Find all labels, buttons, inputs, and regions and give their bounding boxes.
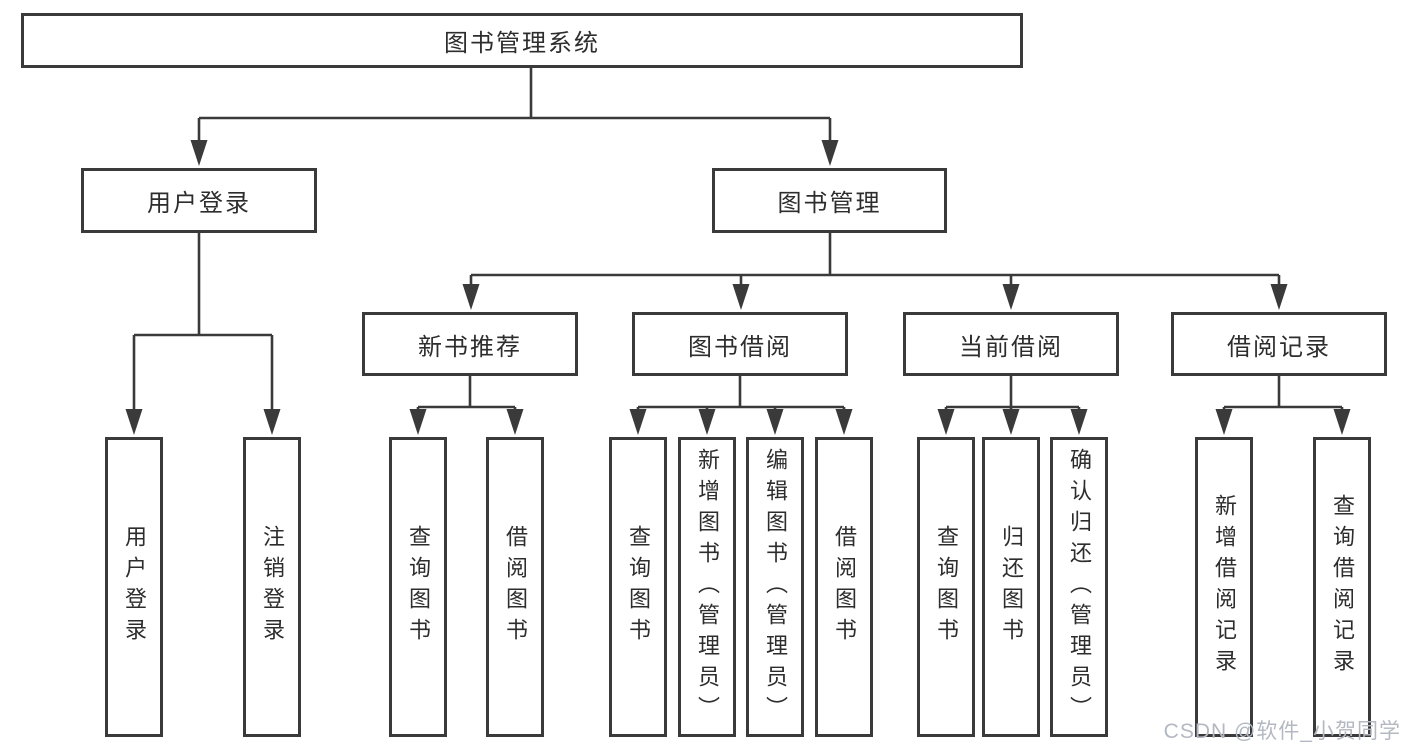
node-borrowing-query-books-label: 查询图书 xyxy=(626,525,651,649)
node-add-book-admin: 新增图书（管理员） xyxy=(678,437,736,737)
node-book-management-label: 图书管理 xyxy=(777,190,882,217)
arrowheads xyxy=(125,140,1351,435)
node-recommend-borrow-books: 借阅图书 xyxy=(486,437,544,737)
node-add-borrow-record-label: 新增借阅记录 xyxy=(1212,494,1237,680)
node-user-login-group: 用户登录 xyxy=(81,168,317,233)
node-new-book-recommend: 新书推荐 xyxy=(362,312,578,376)
node-current-borrowing: 当前借阅 xyxy=(903,312,1119,376)
node-current-borrowing-label: 当前借阅 xyxy=(959,333,1063,361)
node-return-books-label: 归还图书 xyxy=(999,525,1024,649)
node-new-book-recommend-label: 新书推荐 xyxy=(418,333,522,361)
node-borrow-records-label: 借阅记录 xyxy=(1227,333,1331,361)
node-add-borrow-record: 新增借阅记录 xyxy=(1195,437,1253,737)
node-return-books: 归还图书 xyxy=(982,437,1040,737)
node-recommend-query-books: 查询图书 xyxy=(389,437,447,737)
node-borrowing-borrow-books-label: 借阅图书 xyxy=(832,525,857,649)
node-edit-book-admin: 编辑图书（管理员） xyxy=(746,437,804,737)
node-edit-book-admin-label: 编辑图书（管理员） xyxy=(763,447,788,727)
node-logout-label: 注销登录 xyxy=(260,525,285,649)
node-current-query-books: 查询图书 xyxy=(917,437,975,737)
csdn-watermark: CSDN @软件_小贺同学 xyxy=(1163,720,1401,743)
node-recommend-query-books-label: 查询图书 xyxy=(406,525,431,649)
node-borrowing-query-books: 查询图书 xyxy=(609,437,667,737)
node-user-login-label: 用户登录 xyxy=(122,525,147,649)
node-user-login-group-label: 用户登录 xyxy=(147,190,251,217)
node-current-query-books-label: 查询图书 xyxy=(934,525,959,649)
node-recommend-borrow-books-label: 借阅图书 xyxy=(503,525,528,649)
node-book-management: 图书管理 xyxy=(712,168,947,233)
node-confirm-return-admin: 确认归还（管理员） xyxy=(1050,437,1108,737)
node-library-system-label: 图书管理系统 xyxy=(444,30,600,57)
node-book-borrowing-label: 图书借阅 xyxy=(688,333,792,361)
node-logout: 注销登录 xyxy=(243,437,301,737)
node-add-book-admin-label: 新增图书（管理员） xyxy=(695,447,720,727)
node-query-borrow-record-label: 查询借阅记录 xyxy=(1330,494,1355,680)
node-borrow-records: 借阅记录 xyxy=(1171,312,1387,376)
node-library-system: 图书管理系统 xyxy=(21,13,1023,68)
node-user-login: 用户登录 xyxy=(105,437,163,737)
node-confirm-return-admin-label: 确认归还（管理员） xyxy=(1067,447,1092,727)
node-book-borrowing: 图书借阅 xyxy=(632,312,848,376)
node-query-borrow-record: 查询借阅记录 xyxy=(1313,437,1371,737)
node-borrowing-borrow-books: 借阅图书 xyxy=(815,437,873,737)
